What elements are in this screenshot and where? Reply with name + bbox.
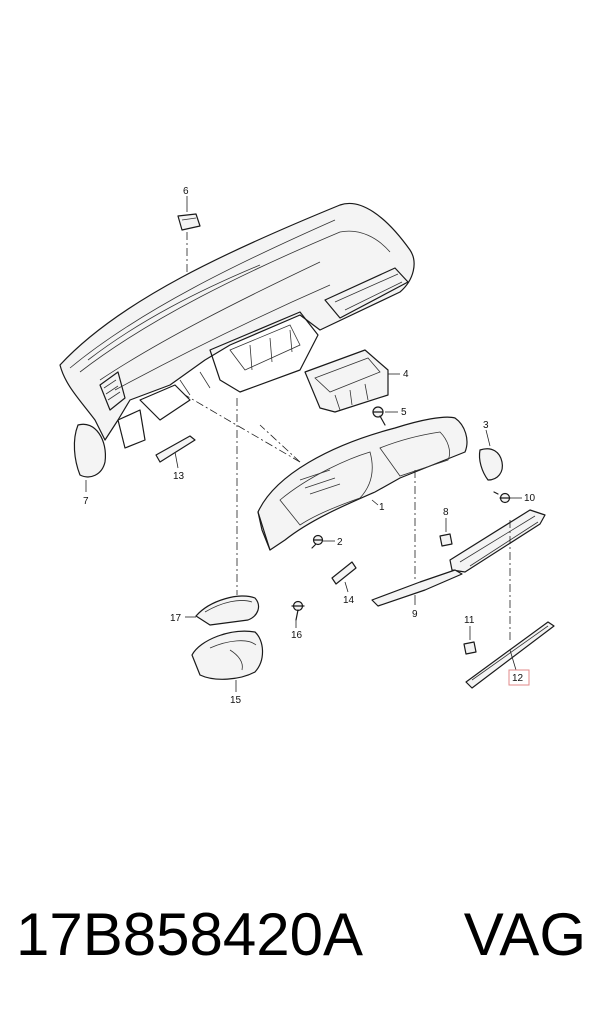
trim-part-14	[331, 561, 357, 593]
callout-17: 17	[170, 613, 182, 624]
screw-part-5	[372, 406, 398, 426]
end-cap-part-7	[73, 423, 106, 492]
exploded-parts-diagram: 6 7 13 4 5 1 2 3 10 8 9 14 11 12 17 16 1…	[59, 186, 555, 706]
cap-part-3	[478, 429, 503, 481]
callout-11: 11	[464, 615, 475, 626]
clip-part-6	[177, 196, 201, 275]
instrument-cover-part-1	[184, 394, 468, 551]
strip-part-13	[155, 435, 196, 469]
callout-9: 9	[412, 609, 418, 620]
callout-4: 4	[403, 369, 409, 380]
trim-part-9	[371, 470, 463, 607]
callout-12: 12	[512, 673, 524, 684]
callout-13: 13	[173, 471, 185, 482]
trim-strip-part-8-assembly	[449, 509, 546, 640]
callout-3: 3	[483, 420, 489, 431]
dashboard-carrier	[59, 203, 415, 449]
screw-part-16	[291, 600, 305, 628]
screw-part-10	[493, 491, 522, 504]
callout-16: 16	[291, 630, 303, 641]
callout-1: 1	[379, 502, 385, 513]
callout-10: 10	[524, 493, 536, 504]
screw-part-2	[311, 534, 335, 549]
part-number: 17B858420A	[16, 901, 363, 968]
highlight-box-part-12	[508, 669, 530, 686]
brand-label: VAG	[463, 901, 586, 968]
clip-part-8	[439, 518, 453, 547]
upper-shroud-part-17	[185, 398, 260, 626]
caption-bar: 17B858420A VAG	[0, 895, 600, 975]
bracket-part-4	[304, 349, 400, 413]
callout-5: 5	[401, 407, 407, 418]
callout-8: 8	[443, 507, 449, 518]
trim-part-12	[465, 621, 555, 689]
callout-14: 14	[343, 595, 355, 606]
lower-shroud-part-15	[191, 630, 264, 692]
callout-15: 15	[230, 695, 242, 706]
clip-part-11	[463, 626, 477, 655]
callout-7: 7	[83, 496, 89, 507]
callout-2: 2	[337, 537, 343, 548]
callout-6: 6	[183, 186, 189, 197]
